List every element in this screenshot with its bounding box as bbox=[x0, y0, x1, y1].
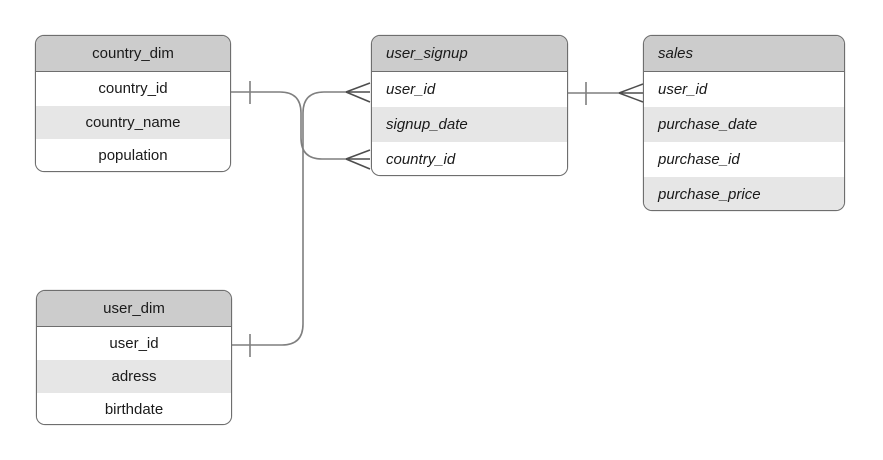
crow-foot-lower bbox=[345, 91, 371, 103]
attribute-user_signup-signup_date[interactable]: signup_date bbox=[372, 107, 567, 142]
attribute-country_dim-country_id[interactable]: country_id bbox=[36, 72, 230, 106]
attribute-country_dim-country_name[interactable]: country_name bbox=[36, 105, 230, 140]
attribute-user_dim-birthdate[interactable]: birthdate bbox=[37, 393, 231, 424]
crow-foot-upper bbox=[618, 83, 644, 94]
attribute-user_dim-adress[interactable]: adress bbox=[37, 360, 231, 393]
relationship-user_dim-to-user_signup[interactable] bbox=[232, 82, 371, 357]
attribute-sales-purchase_price[interactable]: purchase_price bbox=[644, 177, 844, 210]
attribute-sales-purchase_date[interactable]: purchase_date bbox=[644, 107, 844, 142]
crow-foot-upper bbox=[345, 149, 371, 160]
attribute-sales-purchase_id[interactable]: purchase_id bbox=[644, 142, 844, 177]
relationship-line bbox=[231, 91, 346, 160]
attribute-user_signup-country_id[interactable]: country_id bbox=[372, 142, 567, 175]
crow-foot-lower bbox=[618, 92, 644, 103]
attribute-user_signup-user_id[interactable]: user_id bbox=[372, 72, 567, 107]
crow-foot-lower bbox=[345, 158, 371, 170]
relationship-line bbox=[232, 91, 346, 346]
attribute-sales-user_id[interactable]: user_id bbox=[644, 72, 844, 107]
entity-title-country_dim: country_dim bbox=[36, 36, 230, 72]
entity-title-sales: sales bbox=[644, 36, 844, 72]
attribute-user_dim-user_id[interactable]: user_id bbox=[37, 327, 231, 360]
entity-title-user_dim: user_dim bbox=[37, 291, 231, 327]
relationship-user_signup-to-sales[interactable] bbox=[568, 82, 644, 105]
entity-title-user_signup: user_signup bbox=[372, 36, 567, 72]
relationship-country_dim-to-user_signup[interactable] bbox=[231, 81, 371, 170]
attribute-country_dim-population[interactable]: population bbox=[36, 139, 230, 171]
crow-foot-upper bbox=[345, 82, 371, 93]
